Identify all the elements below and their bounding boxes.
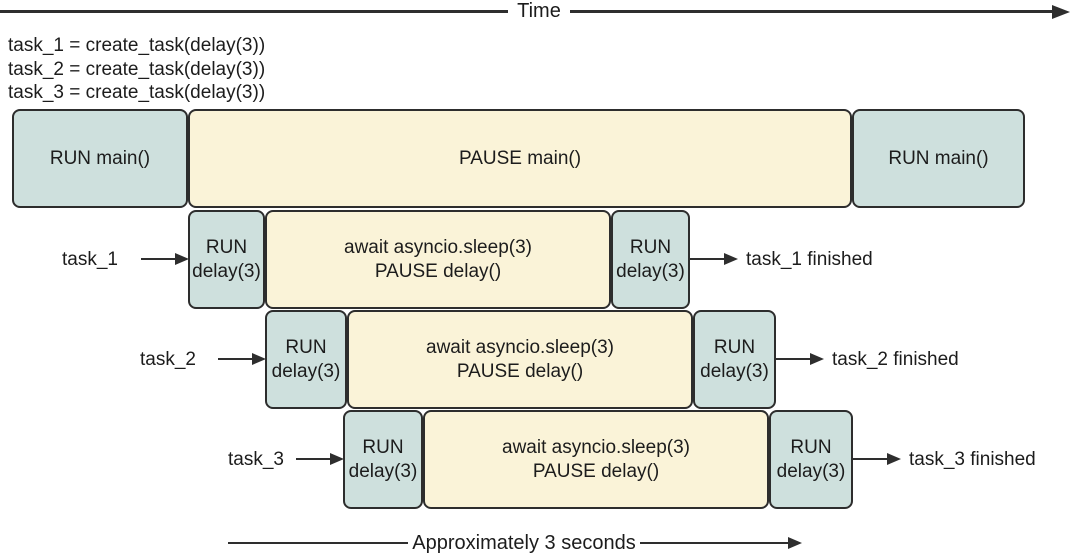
task2-finished-arrow-line [776, 358, 812, 360]
task1-start-arrowhead-icon [175, 253, 189, 265]
task1-run-end-box: RUN delay(3) [611, 210, 690, 309]
task2-run-end-box: RUN delay(3) [693, 310, 776, 409]
task3-await-line2: PAUSE delay() [532, 460, 660, 482]
task2-start-arrow-line [218, 358, 254, 360]
task1-run-start-box: RUN delay(3) [188, 210, 265, 309]
duration-arrow-line-right [640, 542, 790, 544]
task3-label: task_3 [228, 448, 284, 470]
task3-run-end-line2: delay(3) [776, 460, 846, 482]
task2-run-start-line1: RUN [285, 336, 327, 358]
task1-await-line2: PAUSE delay() [374, 260, 502, 282]
task2-finished-arrowhead-icon [810, 353, 824, 365]
time-axis-arrowhead-icon [1052, 5, 1070, 19]
code-line-1: task_1 = create_task(delay(3)) [8, 35, 266, 56]
task2-label: task_2 [140, 348, 196, 370]
task2-run-end-line1: RUN [713, 336, 756, 358]
code-block: task_1 = create_task(delay(3)) task_2 = … [8, 34, 265, 105]
task1-run-start-line1: RUN [205, 236, 248, 258]
main-run-end-box: RUN main() [852, 109, 1025, 208]
task1-finished-arrowhead-icon [724, 253, 738, 265]
task1-run-start-line2: delay(3) [192, 260, 261, 282]
task3-run-end-line1: RUN [790, 436, 832, 458]
task1-run-end-line1: RUN [629, 236, 672, 258]
duration-arrowhead-icon [788, 537, 802, 549]
task3-finished-arrowhead-icon [887, 453, 901, 465]
task3-run-start-line1: RUN [362, 436, 404, 458]
main-pause-label: PAUSE main() [458, 147, 582, 169]
task2-run-start-box: RUN delay(3) [265, 310, 347, 409]
time-axis-label: Time [517, 0, 561, 22]
code-line-3: task_3 = create_task(delay(3)) [8, 82, 266, 103]
time-axis-line-right [570, 10, 1056, 13]
task3-run-start-box: RUN delay(3) [343, 410, 423, 509]
task1-finished-arrow-line [690, 258, 726, 260]
task3-finished-label: task_3 finished [909, 448, 1036, 470]
task3-await-box: await asyncio.sleep(3) PAUSE delay() [423, 410, 769, 509]
task2-await-box: await asyncio.sleep(3) PAUSE delay() [347, 310, 693, 409]
task2-await-line1: await asyncio.sleep(3) [426, 336, 614, 358]
task2-finished-label: task_2 finished [832, 348, 959, 370]
main-run-end-label: RUN main() [888, 147, 989, 169]
task1-start-arrow-line [141, 258, 177, 260]
main-run-start-box: RUN main() [12, 109, 188, 208]
task3-finished-arrow-line [853, 458, 889, 460]
task1-await-box: await asyncio.sleep(3) PAUSE delay() [265, 210, 611, 309]
task3-await-line1: await asyncio.sleep(3) [502, 436, 690, 458]
task2-run-end-line2: delay(3) [700, 360, 769, 382]
task2-run-start-line2: delay(3) [271, 360, 341, 382]
duration-label: Approximately 3 seconds [412, 531, 636, 554]
task2-start-arrowhead-icon [252, 353, 266, 365]
task3-start-arrowhead-icon [330, 453, 344, 465]
task2-await-line2: PAUSE delay() [456, 360, 584, 382]
task1-run-end-line2: delay(3) [616, 260, 685, 282]
task3-start-arrow-line [296, 458, 332, 460]
main-pause-box: PAUSE main() [188, 109, 852, 208]
time-axis-line-left [0, 10, 508, 13]
task1-finished-label: task_1 finished [746, 248, 873, 270]
duration-arrow-line-left [228, 542, 408, 544]
main-run-start-label: RUN main() [49, 147, 151, 169]
task3-run-end-box: RUN delay(3) [769, 410, 853, 509]
task1-label: task_1 [62, 248, 118, 270]
task1-await-line1: await asyncio.sleep(3) [344, 236, 532, 258]
task3-run-start-line2: delay(3) [348, 460, 418, 482]
code-line-2: task_2 = create_task(delay(3)) [8, 58, 266, 80]
